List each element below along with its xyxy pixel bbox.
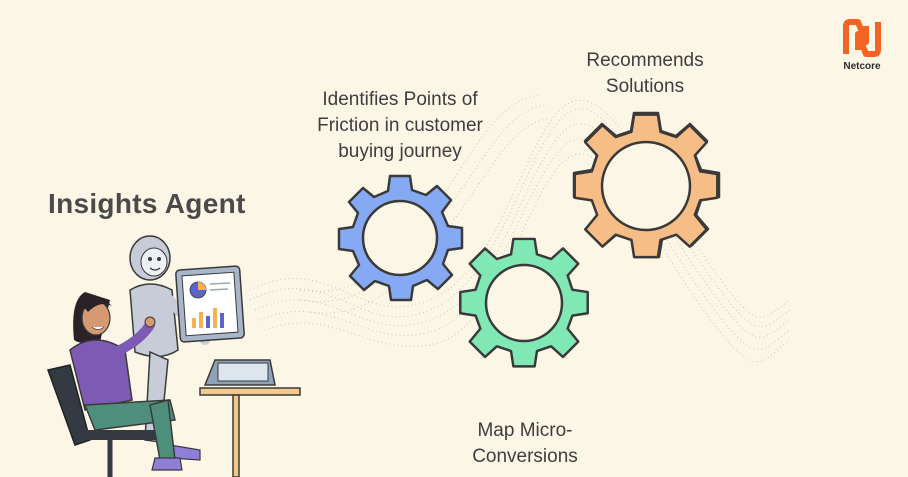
- gear-friction-label-line: Identifies Points of: [322, 89, 478, 110]
- netcore-logo: Netcore: [838, 18, 886, 72]
- desk-illustration: [199, 359, 301, 477]
- page-title: Insights Agent: [48, 188, 246, 219]
- gear-friction-label: Identifies Points of Friction in custome…: [300, 87, 500, 165]
- gear-recommend-label: Recommends Solutions: [560, 48, 730, 100]
- gear-recommend-icon: [572, 111, 721, 259]
- person-illustration: [47, 292, 183, 477]
- gear-micro-label: Map Micro- Conversions: [440, 418, 610, 470]
- gear-micro-label-line: Conversions: [472, 446, 578, 467]
- gear-friction-label-line: buying journey: [338, 141, 462, 162]
- dotted-wave: [249, 94, 791, 363]
- gear-micro-icon: [459, 237, 589, 368]
- gear-friction-label-line: Friction in customer: [317, 115, 483, 136]
- gear-micro-label-line: Map Micro-: [477, 420, 573, 441]
- chart-board-illustration: [175, 265, 245, 343]
- netcore-logo-icon: [843, 19, 881, 57]
- logo-text: Netcore: [843, 61, 881, 72]
- gear-friction-icon: [337, 174, 464, 302]
- gear-recommend-label-line: Solutions: [605, 76, 685, 97]
- gear-recommend-label-line: Recommends: [586, 50, 704, 71]
